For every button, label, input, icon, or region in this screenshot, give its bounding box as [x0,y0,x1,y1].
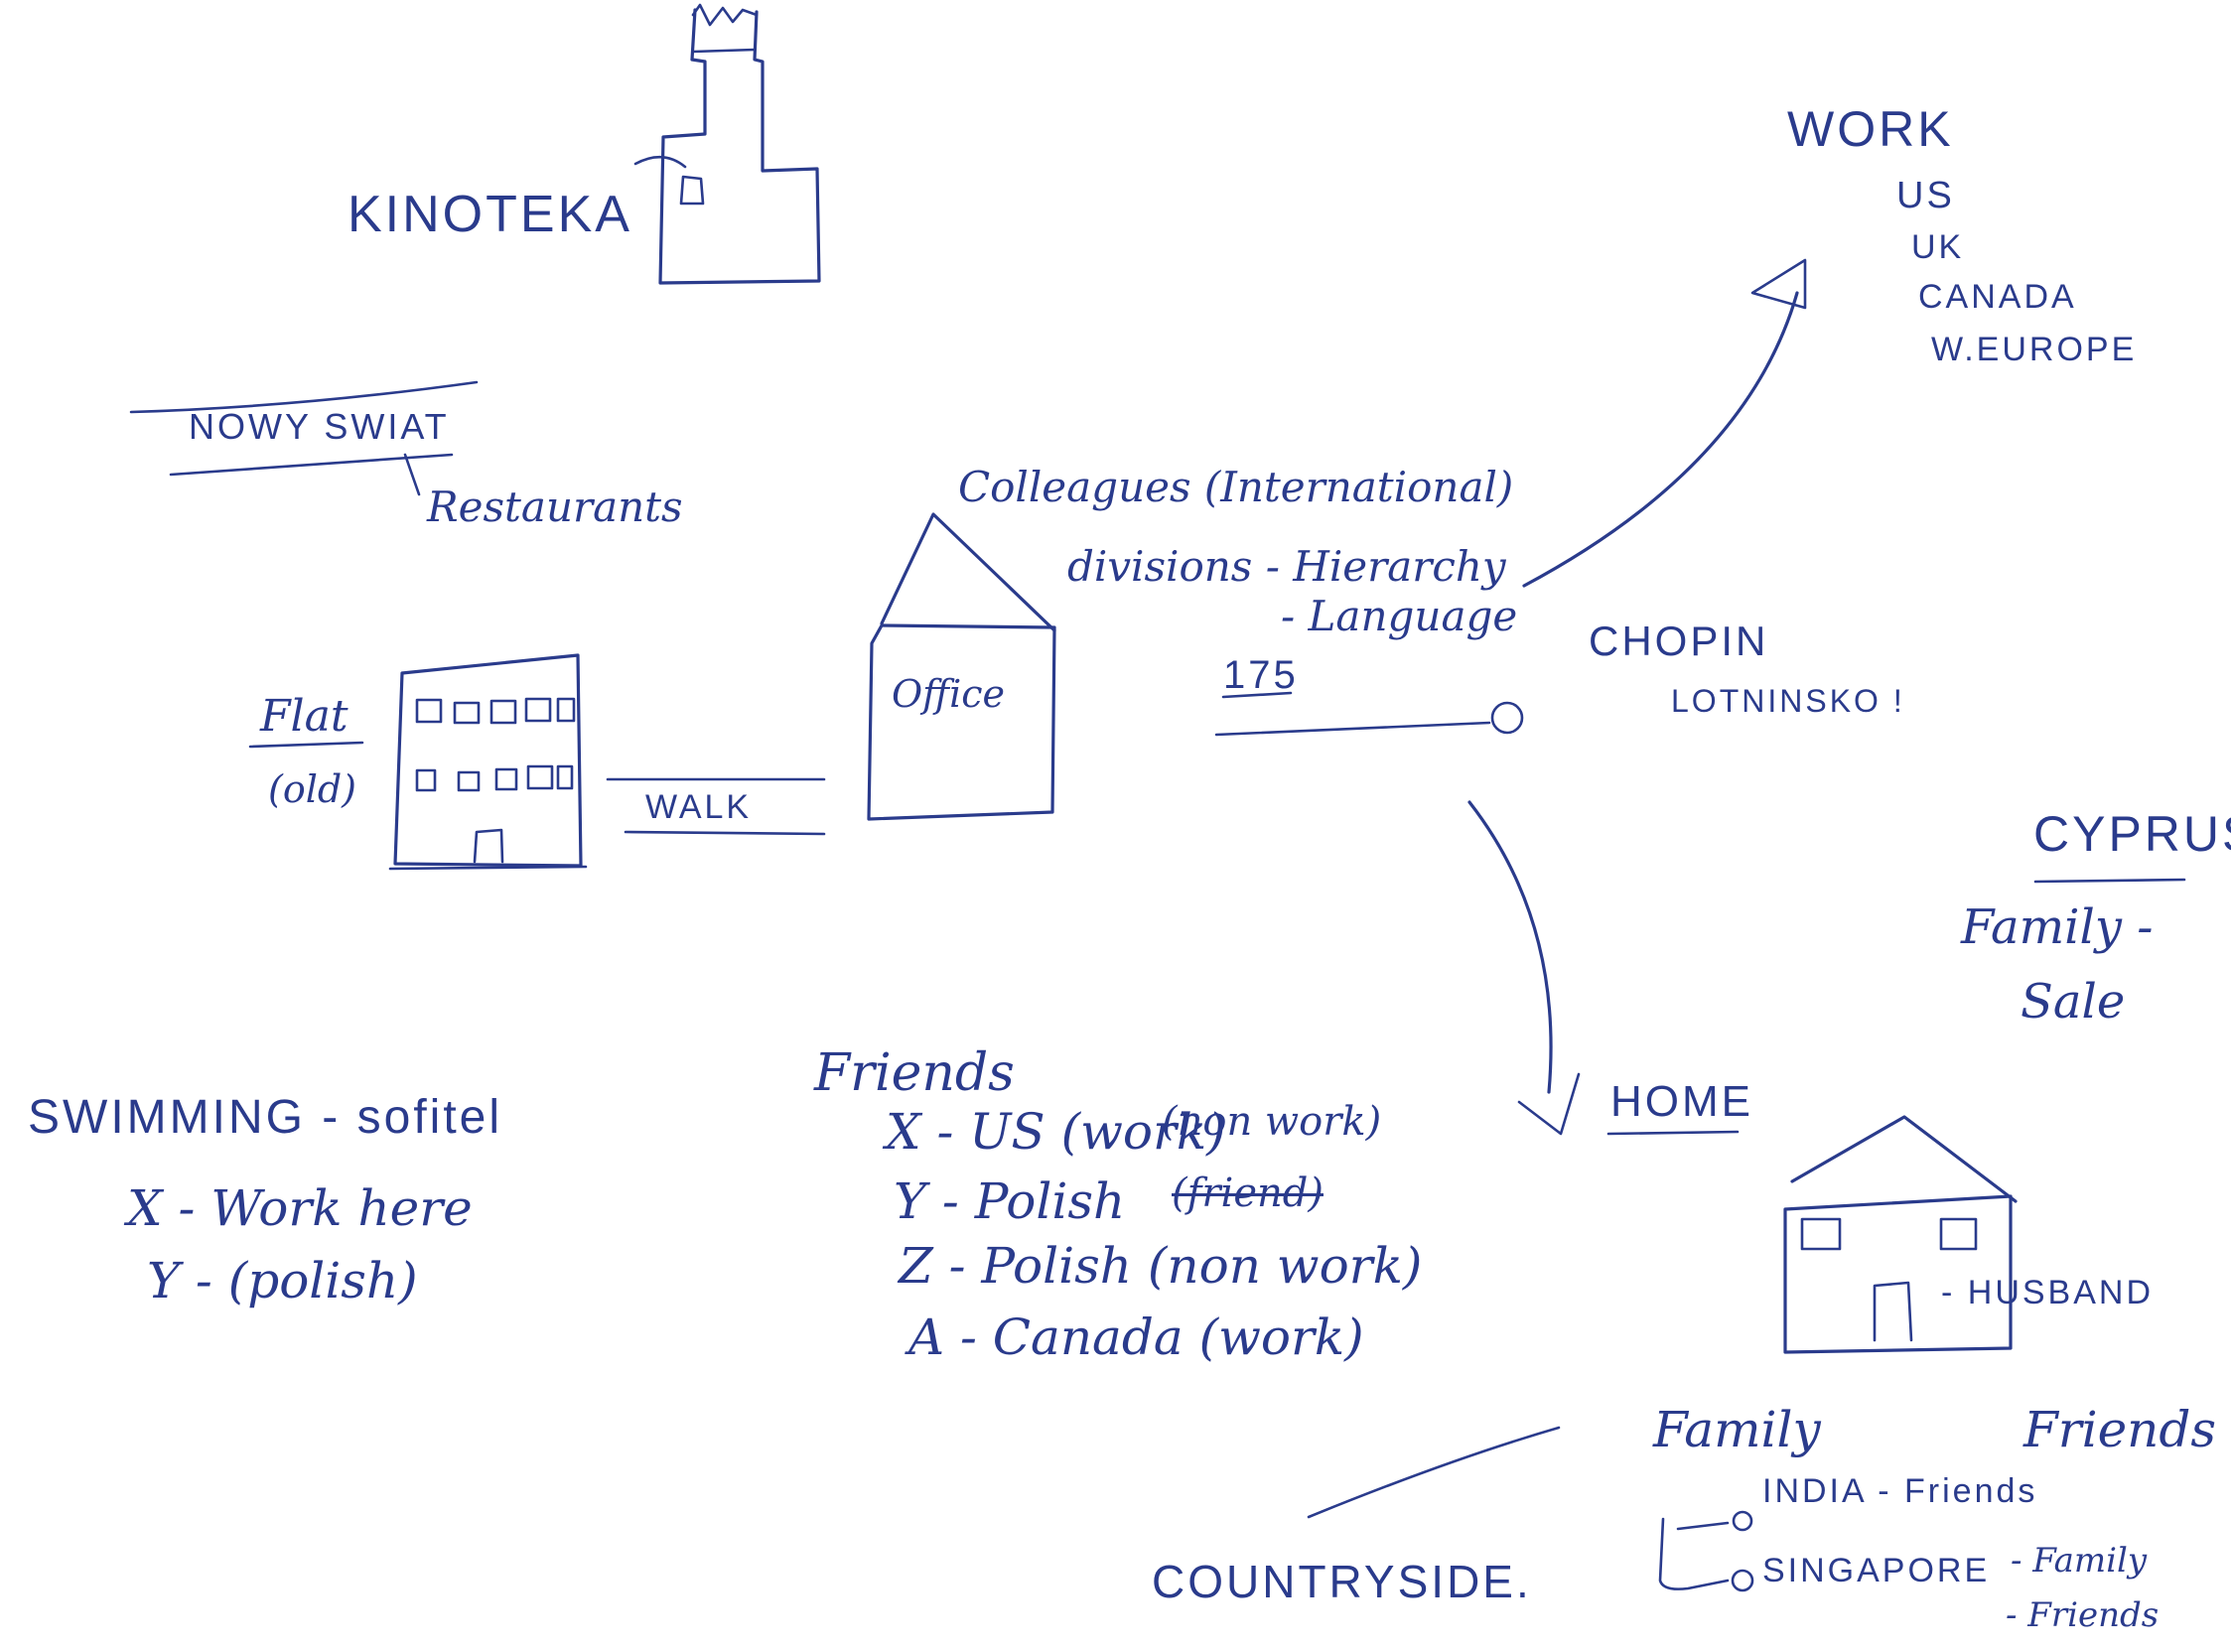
swimming-title: SWIMMING - sofitel [28,1091,503,1144]
swimming-line2: Y - (polish) [147,1252,418,1309]
husband-label: - HUSBAND [1941,1274,2155,1311]
india-label: INDIA - Friends [1762,1472,2038,1510]
work-item-us: US [1896,175,1955,216]
kinoteka-label: KINOTEKA [348,186,632,243]
route-number: 175 [1223,653,1299,697]
family-label: Family [1653,1401,1821,1458]
singapore-label: SINGAPORE [1762,1552,1991,1589]
countryside-path-icon [1307,1426,1561,1519]
work-item-w-europe: W.EUROPE [1931,331,2138,368]
bus-route-icon [1214,691,1524,737]
friends-row-z: Z - Polish (non work) [899,1237,1423,1295]
home-title: HOME [1610,1077,1753,1126]
cyprus-title: CYPRUS [2033,806,2231,862]
colleagues-line2: - Language [1281,592,1518,640]
restaurants-label: Restaurants [427,482,683,531]
singapore-family-label: - Family [2011,1541,2148,1581]
friends-row-y: Y - Polish [894,1172,1126,1230]
countryside-label: COUNTRYSIDE. [1152,1556,1532,1607]
colleagues-title: Colleagues (International) [958,463,1514,511]
walk-label: WALK [645,788,753,826]
walk-path-icon [606,777,826,836]
flat-label: Flat [260,691,349,742]
arrow-to-home-icon [1467,800,1581,1136]
friends-row-x-note: (non work) [1162,1099,1382,1145]
arrow-to-work-icon [1522,258,1807,588]
lotnisko-label: LOTNINSKO ! [1671,683,1905,719]
chopin-label: CHOPIN [1589,618,1769,664]
kinoteka-building-icon [633,3,821,285]
friends-title: Friends [814,1043,1015,1103]
home-house-icon [1783,1115,2018,1354]
flat-building-icon [248,653,588,871]
nowy-swiat-street-icon [129,380,479,496]
nowy-swiat-label: NOWY SWIAT [189,406,450,447]
cyprus-line2: Sale [2021,974,2126,1030]
friends-row-a: A - Canada (work) [908,1308,1364,1366]
friends-row-x: X - US (work) [886,1103,1226,1161]
friends-row-y-struck: (friend) [1172,1170,1324,1216]
work-item-canada: CANADA [1918,278,2077,316]
swimming-line1: X - Work here [127,1179,473,1237]
friends-label: Friends [2023,1401,2217,1458]
work-item-uk: UK [1911,228,1965,266]
home-underline [1606,1130,1740,1136]
cyprus-underline [2033,878,2186,884]
flat-sub-label: (old) [268,767,357,811]
family-connector-icon [1658,1510,1754,1592]
colleagues-line1: divisions - Hierarchy [1067,542,1506,591]
office-house-icon [867,512,1056,821]
cyprus-line1: Family - [1961,899,2154,955]
work-title: WORK [1787,101,1954,157]
office-label: Office [892,672,1005,716]
singapore-friends-label: - Friends [2006,1595,2160,1635]
